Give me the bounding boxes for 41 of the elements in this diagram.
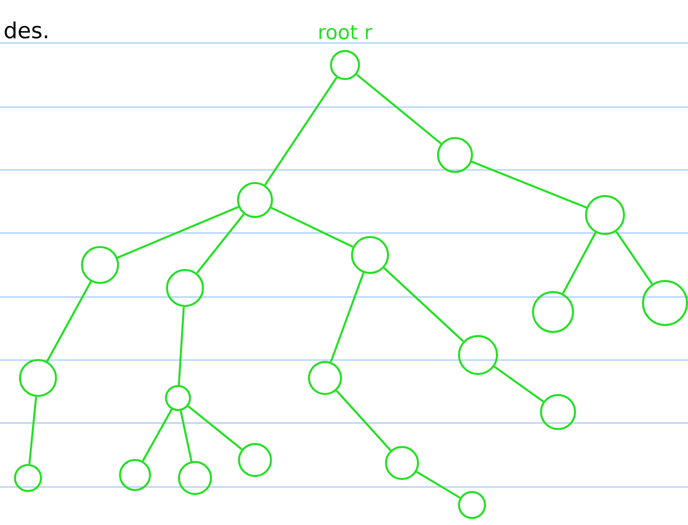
tree-node	[119, 459, 151, 491]
tree-edge	[117, 206, 239, 259]
tree-edge	[188, 405, 242, 450]
tree-edge	[494, 366, 544, 402]
tree-edge	[196, 213, 245, 274]
tree-edge	[615, 230, 653, 285]
tree-edge	[356, 74, 442, 144]
tree-node	[351, 236, 389, 274]
tree-node	[540, 394, 576, 430]
tree-edge	[562, 232, 596, 294]
handwritten-text: des.	[4, 21, 48, 38]
node-label: root r	[319, 25, 372, 40]
tree-node	[437, 137, 473, 173]
tree-edge	[270, 206, 354, 248]
tree-edge	[336, 390, 392, 452]
tree-node	[642, 280, 688, 326]
tree-edge	[383, 267, 464, 342]
tree-node	[330, 50, 360, 80]
tree-edge	[28, 396, 38, 464]
tree-node	[238, 443, 272, 477]
tree-edge	[471, 160, 587, 208]
tree-node	[308, 361, 342, 395]
tree-edge	[46, 281, 92, 362]
tree-edge	[416, 470, 461, 499]
tree-node	[458, 335, 498, 375]
tree-edge	[330, 272, 364, 362]
tree-node	[14, 464, 42, 492]
tree-node	[81, 246, 119, 284]
tree-node	[19, 359, 57, 397]
tree-node	[237, 182, 273, 218]
tree-node	[166, 269, 204, 307]
tree-node	[165, 385, 191, 411]
tree-edge	[178, 306, 185, 386]
tree-node	[178, 461, 212, 495]
tree-node	[385, 446, 419, 480]
tree-edge	[180, 410, 192, 462]
tree-edge	[142, 408, 173, 462]
tree-node	[458, 491, 486, 519]
tree-node	[585, 195, 625, 235]
tree-node	[532, 291, 574, 333]
tree-edge	[264, 76, 338, 186]
